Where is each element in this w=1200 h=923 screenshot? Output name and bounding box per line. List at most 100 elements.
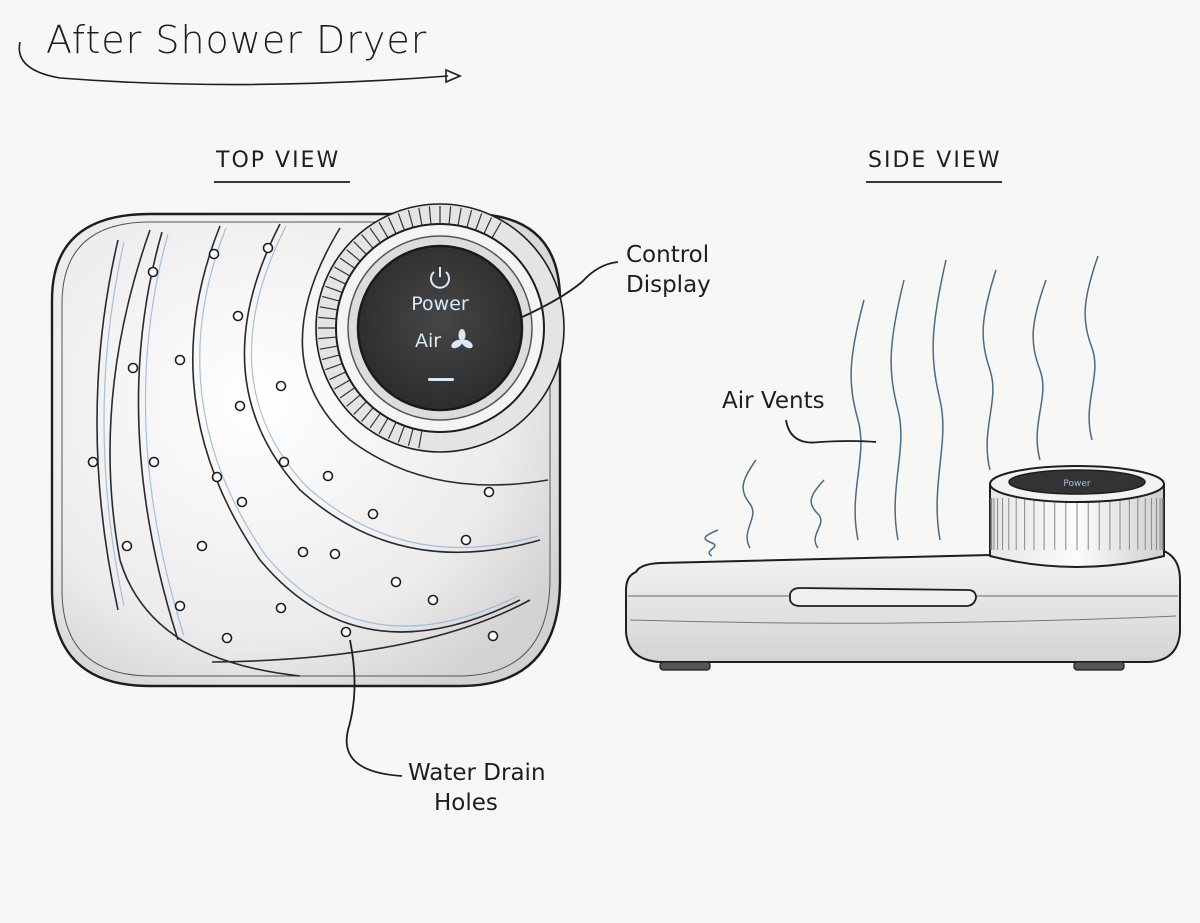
drain-hole [196,540,208,552]
knurl-tick [329,371,346,381]
knurl-tick [353,401,367,415]
knurl-tick [346,249,361,262]
callout-line: Water Drain [408,760,546,786]
side-view-label: SIDE VIEW [868,148,1002,173]
side-view-drawing: Power [625,255,1181,671]
knurl-tick [407,210,414,228]
page-title: After Shower Dryer [46,18,428,62]
water-drain-callout: Water Drain Holes [408,758,546,818]
drain-hole [367,508,379,520]
knurl-tick [339,257,356,269]
drain-hole [232,310,244,322]
knurl-tick [353,241,367,255]
display-indicator-bar [428,378,454,381]
air-label[interactable]: Air [415,330,441,352]
air-vents-leader [785,419,877,444]
control-display-callout: Control Display [626,240,711,300]
drain-hole [460,534,472,546]
top-view-label: TOP VIEW [216,148,341,173]
drain-hole [340,626,352,638]
knurl-tick [319,306,338,311]
drain-hole [174,600,186,612]
knurl-tick [325,285,343,293]
callout-line: Display [626,272,711,298]
title-underline-arrow [18,41,463,86]
knurl-tick [428,206,432,225]
drain-hole [148,456,160,468]
drain-hole [390,576,402,588]
knurl-tick [319,345,338,350]
callout-line: Holes [434,790,498,816]
drain-hole [87,456,99,468]
knurl-tick [475,213,483,231]
drain-hole [121,540,133,552]
drain-hole [174,354,186,366]
air-wisp [982,269,997,471]
air-wisp [1032,279,1047,461]
knurl-tick [322,295,340,302]
knurl-tick [457,207,462,226]
drain-hole [234,400,246,412]
drain-hole [262,242,274,254]
knurl-tick [397,425,405,443]
knurl-tick [466,210,473,228]
drain-hole [275,602,287,614]
callout-line: Control [626,242,710,268]
air-wisp [704,529,719,557]
knurl-tick [334,379,351,390]
air-wisp [742,459,757,549]
knurl-tick [369,227,381,244]
side-display-label: Power [1063,479,1091,489]
top-view-drawing [50,203,565,688]
drain-hole [427,594,439,606]
knurl-tick [318,336,337,340]
knurl-tick [387,217,397,234]
knurl-tick [378,417,389,434]
drain-hole [211,471,223,483]
drain-hole [147,266,159,278]
knurl-tick [318,316,337,320]
drain-hole [221,632,233,644]
knurl-tick [448,206,452,225]
knurl-tick [322,354,340,361]
drain-hole [127,362,139,374]
drain-holes-leader [345,639,403,777]
air-wisp [890,279,905,541]
power-icon[interactable] [430,267,450,289]
drain-hole [236,496,248,508]
knurl-tick [378,222,389,239]
air-wisp [850,299,865,541]
knurl-tick [418,207,423,226]
control-display-leader [519,261,619,319]
knurl-tick [334,266,351,277]
drain-hole [278,456,290,468]
knurl-tick [361,407,374,422]
knurl-tick [387,422,397,439]
air-vents-callout: Air Vents [722,388,825,414]
fan-icon[interactable] [450,329,474,350]
knurl-tick [397,213,405,231]
drain-hole [483,486,495,498]
knurl-tick [483,217,493,234]
knurl-tick [329,275,346,285]
power-label[interactable]: Power [411,293,469,315]
drain-hole [322,470,334,482]
drain-hole [275,380,287,392]
air-wisp [1084,255,1099,441]
drain-hole [208,248,220,260]
knurl-tick [361,234,374,249]
air-wisp [932,259,947,541]
air-wisp [810,479,825,549]
control-display-screen[interactable]: Power Air [411,267,474,381]
drain-hole [329,548,341,560]
knurl-tick [346,394,361,407]
knurl-tick [369,412,381,429]
knurl-tick [339,387,356,399]
drain-hole [297,546,309,558]
knurl-tick [407,428,414,446]
knurl-tick [418,430,423,449]
knurl-tick [491,222,502,239]
knurl-tick [325,363,343,371]
drain-hole [487,630,499,642]
